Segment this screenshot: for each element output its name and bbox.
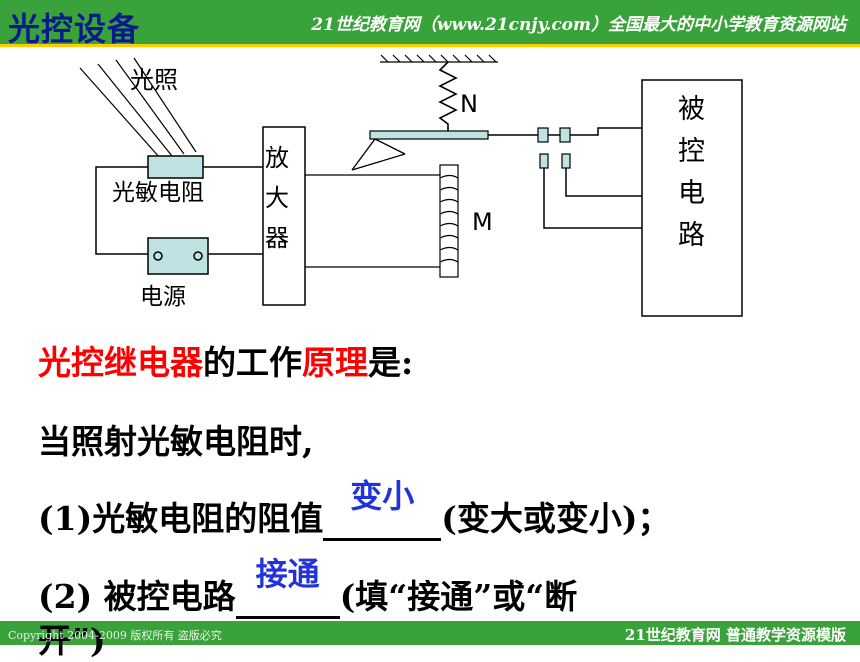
relay-circuit-diagram: 光照 光敏电阻 电源 放 大 器 M [79,54,743,317]
photoresistor-label: 光敏电阻 [112,180,204,206]
question-1-blank: 变小 [323,477,442,541]
electromagnet-coil [439,174,459,263]
input-wires [95,166,263,255]
header-underline [0,44,860,47]
electromagnet-core [439,164,459,278]
question-1: (1)光敏电阻的阻值 变小 (变大或变小)； [38,477,671,541]
amplifier-label-3: 器 [265,224,289,252]
controlled-circuit-label-3: 电 [678,178,705,209]
power-terminal-left [153,251,163,261]
amplifier-box [262,126,306,306]
power-terminal-right [193,251,203,261]
question-1-prefix: (1)光敏电阻的阻值 [38,499,324,538]
coil-wires [305,174,445,268]
header-bar [0,0,860,44]
question-2: (2) 被控电路 接通 (填“接通”或“断 [38,555,578,619]
power-source [147,237,209,275]
power-label: 电源 [140,284,186,310]
controlled-circuit-label-2: 控 [678,136,705,167]
heading-relay-term: 光控继电器 [38,343,203,382]
amplifier-label-1: 放 [265,144,289,172]
upper-contact-left [537,127,549,143]
light-rays [79,57,197,159]
question-2-suffix: (填“接通”或“断 [339,577,578,616]
footer-copyright: Copyright 2004-2009 版权所有 盗版必究 [8,629,222,642]
coil-label: M [472,208,493,236]
footer-bar [0,621,860,645]
page-title: 光控设备 [8,10,141,48]
controlled-circuit-box [641,79,743,317]
upper-contact-right [559,127,571,143]
question-2-prefix: (2) 被控电路 [38,577,236,616]
armature-lever [369,130,489,140]
question-2-blank: 接通 [235,555,340,619]
amplifier-label-2: 大 [265,184,289,212]
photoresistor [147,155,204,179]
header-site-banner: 21世纪教育网（www.21cnjy.com）全国最大的中小学教育资源网站 [311,15,846,35]
lower-contact-right [561,153,571,169]
lower-contact-left [539,153,549,169]
footer-site-name: 21世纪教育网 普通教学资源模版 [624,626,846,644]
spring [438,61,458,132]
spring-label: N [460,90,478,118]
heading-principle-term: 原理 [302,343,368,382]
question-1-suffix: (变大或变小)； [441,499,671,538]
condition-line: 当照射光敏电阻时, [38,422,314,461]
pivot-support [351,138,406,171]
light-label: 光照 [130,66,178,94]
heading-text-1: 的工作 [203,343,302,382]
controlled-circuit-label-1: 被 [678,94,705,125]
output-wires [543,127,642,229]
controlled-circuit-label-4: 路 [678,220,705,251]
ceiling-mount [380,54,498,63]
question-1-answer: 变小 [350,477,415,515]
heading-text-2: 是: [368,343,414,382]
question-2-answer: 接通 [255,555,320,593]
principle-heading: 光控继电器的工作原理是: [38,336,413,384]
